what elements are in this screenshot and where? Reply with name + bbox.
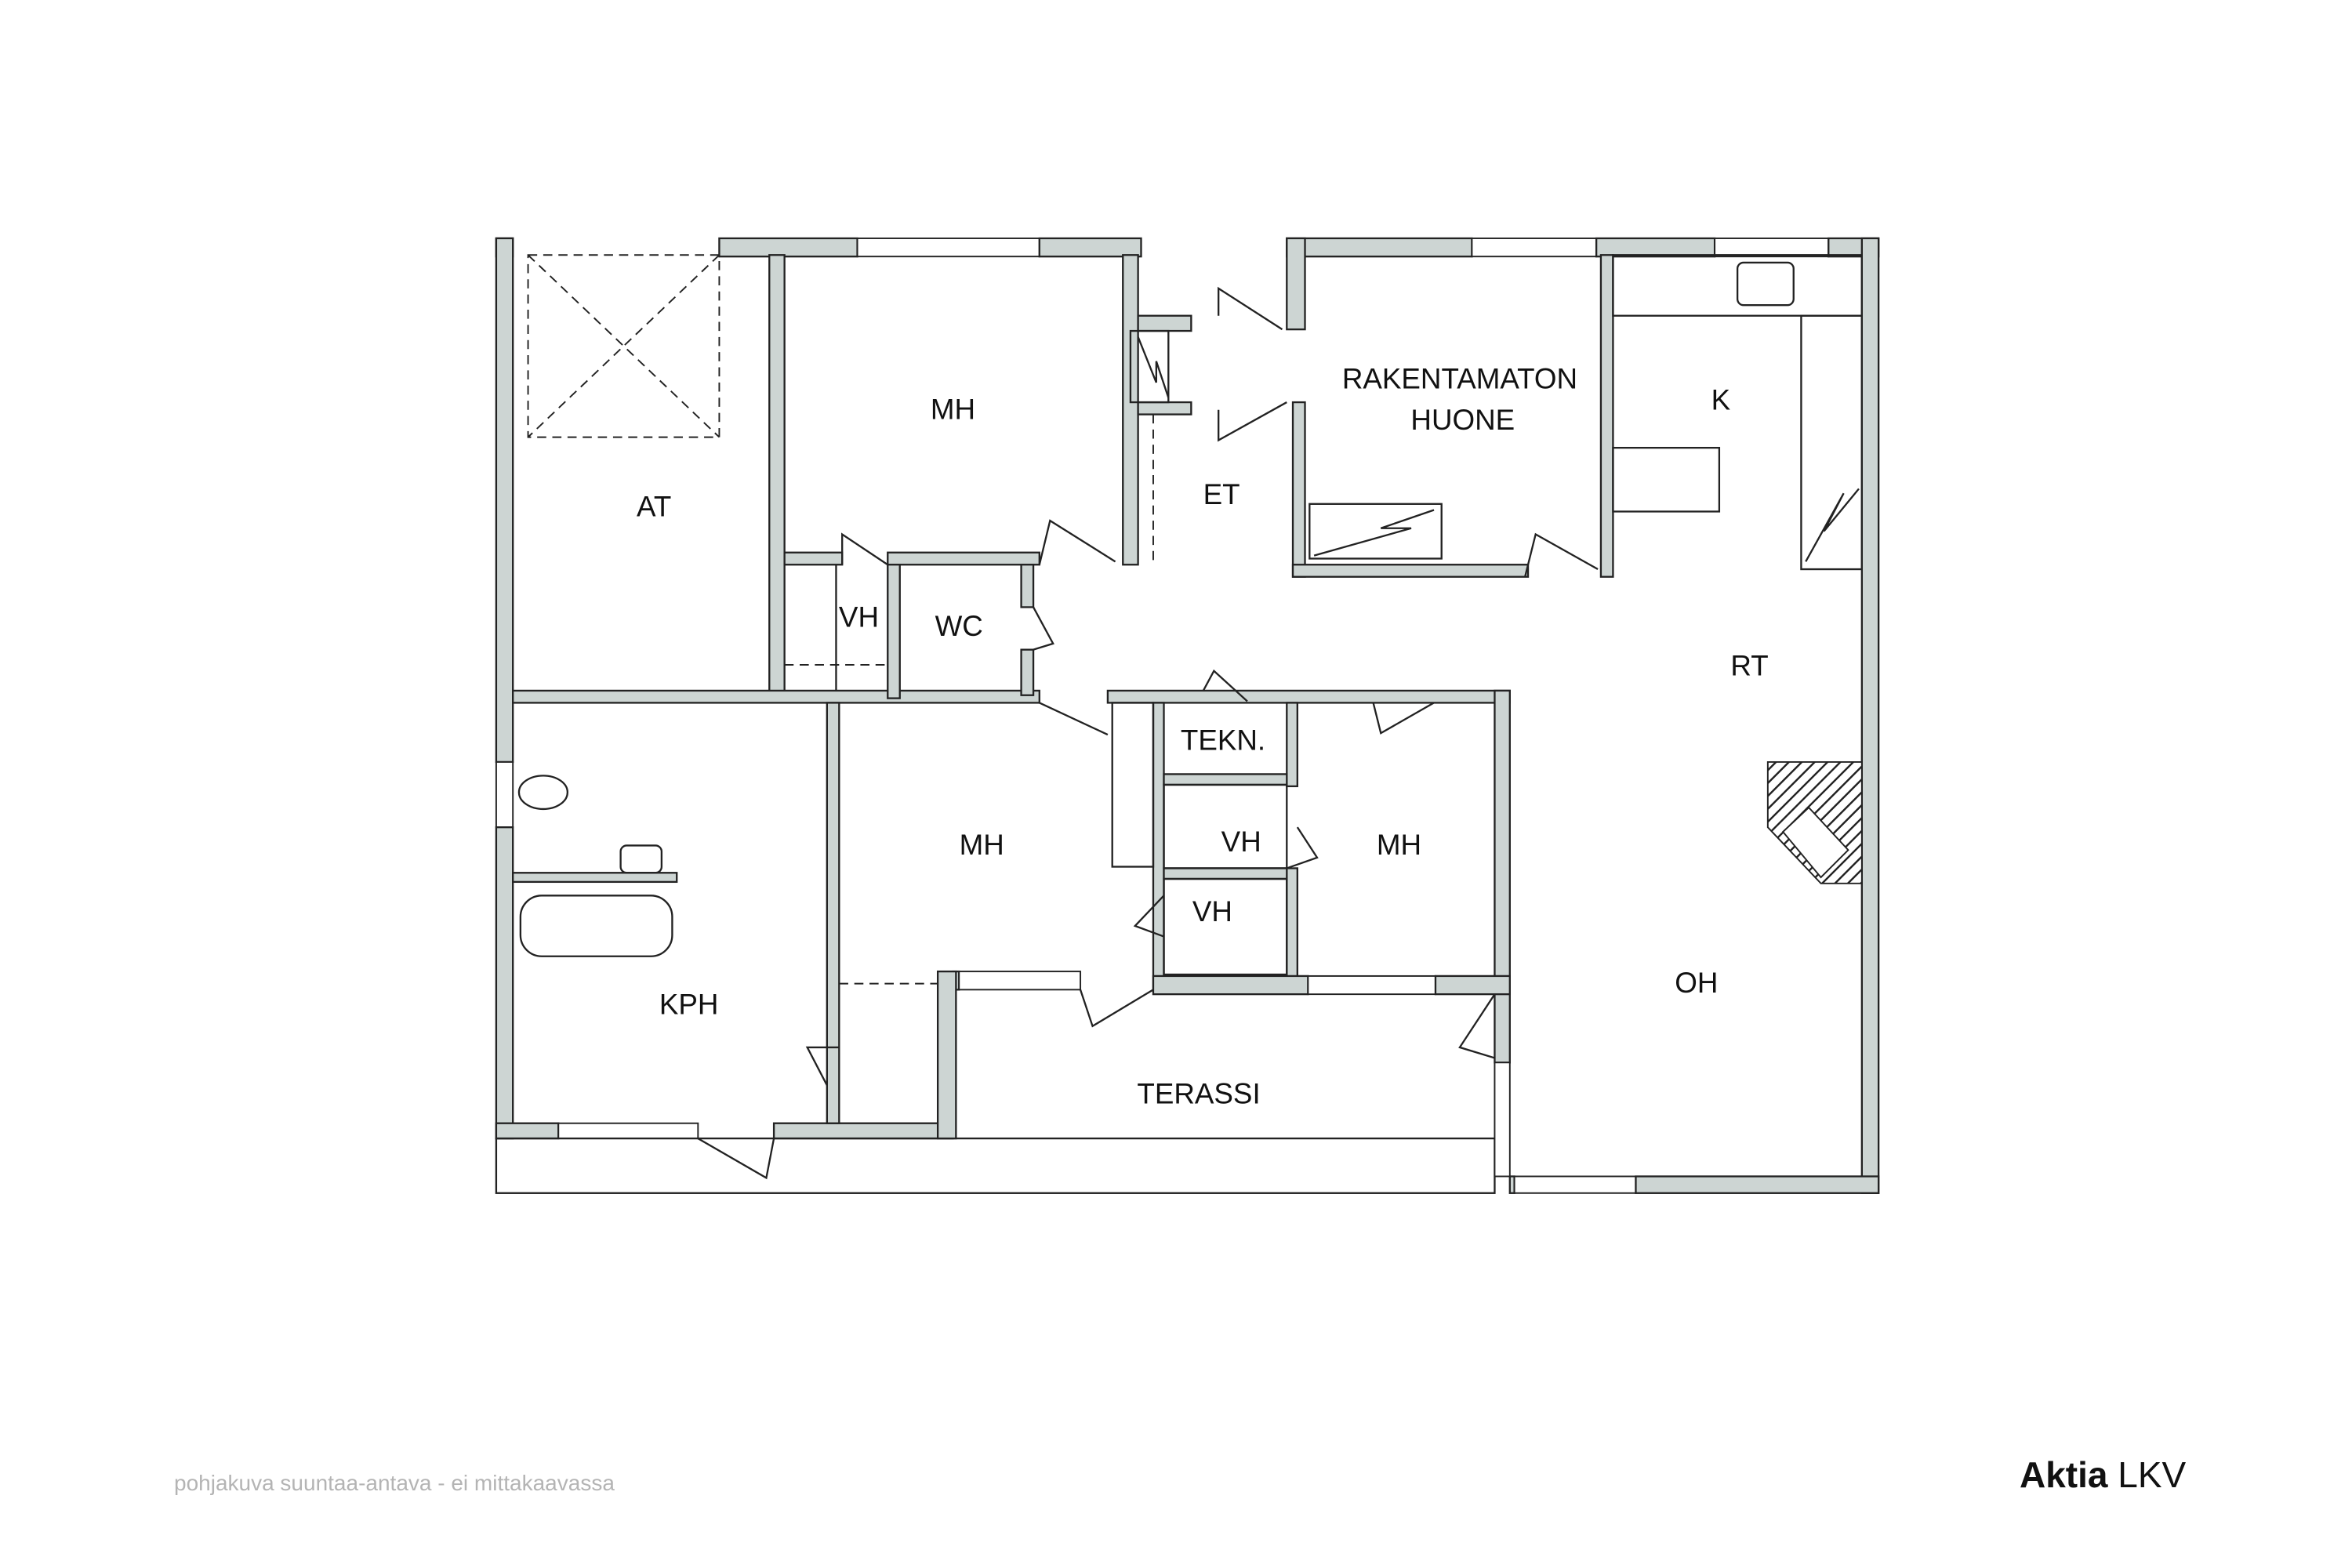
room-label-oh: OH [1675,967,1718,999]
fixtures [517,254,1863,1180]
room-labels: AT MH ET RAKENTAMATON HUONE K VH WC RT T… [637,363,1769,1110]
room-label-tekn: TEKN. [1181,724,1265,756]
room-label-wc: WC [935,610,983,642]
brand-bold: Aktia [2020,1454,2108,1495]
room-label-vh-1: VH [839,601,879,633]
room-label-mh-3: MH [1377,829,1421,861]
brand-light: LKV [2118,1454,2187,1495]
room-label-mh-2: MH [960,829,1004,861]
room-label-et: ET [1203,478,1240,510]
room-label-kph: KPH [659,988,719,1020]
room-label-vh-2: VH [1221,826,1261,858]
room-label-at: AT [637,490,671,522]
room-label-rakentamaton: RAKENTAMATON [1342,363,1577,395]
room-label-vh-3: VH [1192,895,1232,927]
interior-walls [512,237,1614,1178]
room-label-terassi: TERASSI [1137,1078,1260,1110]
outer-walls [495,237,1880,1194]
room-label-huone: HUONE [1410,404,1515,436]
brand-logo: Aktia LKV [2020,1454,2186,1496]
room-label-rt: RT [1730,650,1768,682]
room-label-mh-1: MH [931,393,975,425]
disclaimer-note: pohjakuva suuntaa-antava - ei mittakaava… [174,1471,615,1495]
room-label-k: K [1711,384,1731,416]
